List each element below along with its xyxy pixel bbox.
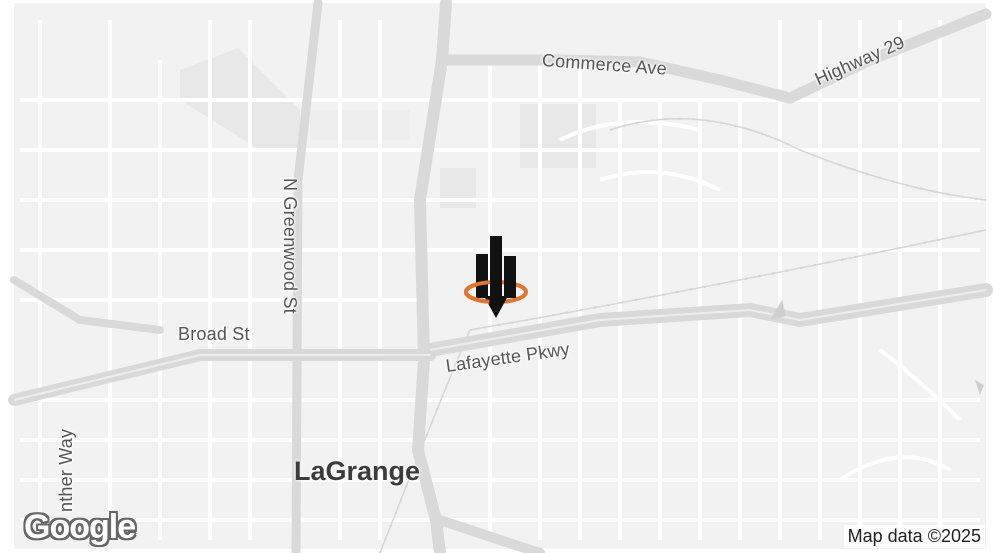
- road-greenwood: [291, 0, 323, 553]
- road-panther: [10, 276, 164, 334]
- label-n-greenwood-st: N Greenwood St: [280, 178, 300, 314]
- road-commerce: [440, 8, 992, 104]
- label-broad-st: Broad St: [178, 324, 250, 344]
- building-location-pin-icon[interactable]: [462, 234, 534, 322]
- city-label: LaGrange: [294, 456, 421, 486]
- label-panther-way: nther Way: [56, 428, 76, 512]
- marker-graphic: [464, 236, 528, 318]
- map-attribution[interactable]: Map data ©2025: [843, 525, 985, 548]
- google-logo[interactable]: Google: [24, 508, 136, 546]
